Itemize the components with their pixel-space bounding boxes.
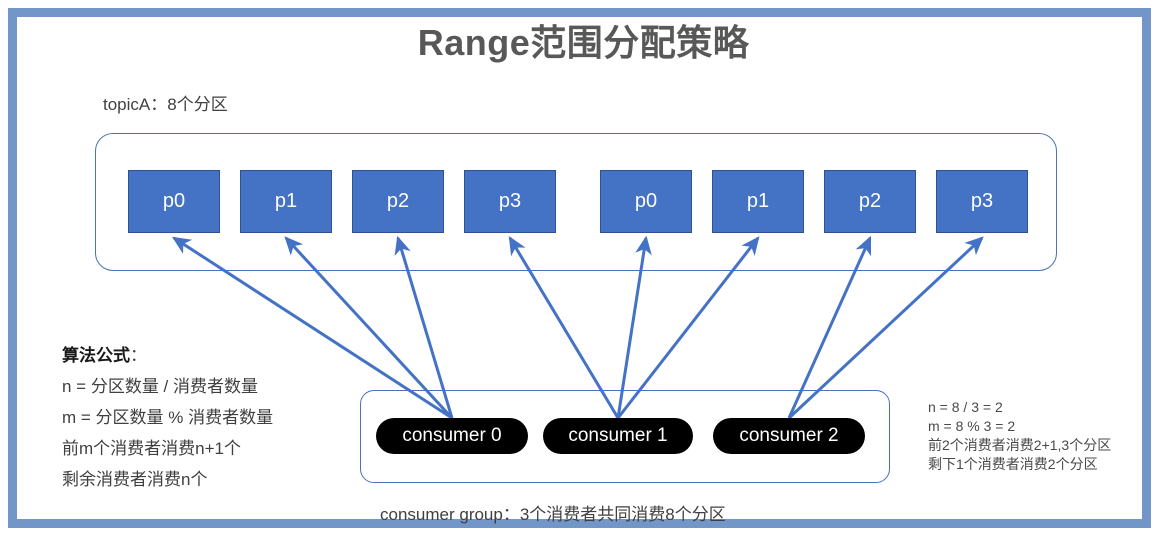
partition-label: p2 <box>386 190 410 212</box>
formula-line: m = 分区数量 % 消费者数量 <box>62 408 274 427</box>
note-line: 前2个消费者消费2+1,3个分区 <box>928 437 1112 453</box>
consumer-label: consumer 2 <box>739 425 839 446</box>
partition-box: p1 <box>240 170 332 233</box>
consumer-pill[interactable]: consumer 1 <box>543 418 693 454</box>
formula-lines: n = 分区数量 / 消费者数量 m = 分区数量 % 消费者数量前m个消费者消费… <box>62 371 273 495</box>
partition-box: p0 <box>600 170 692 233</box>
formula-heading-suffix: ： <box>130 346 147 365</box>
partition-box: p2 <box>352 170 444 233</box>
formula-line: 前m个消费者消费n+1个 <box>62 439 241 458</box>
partition-box: p3 <box>464 170 556 233</box>
partition-box: p3 <box>936 170 1028 233</box>
partition-label: p3 <box>498 190 522 212</box>
page-title: Range范围分配策略 <box>417 22 750 63</box>
note-line: m = 8 % 3 = 2 <box>928 418 1016 434</box>
note-line: n = 8 / 3 = 2 <box>928 399 1003 415</box>
partition-label: p0 <box>634 190 658 212</box>
consumer-group-container <box>360 390 890 483</box>
formula-heading: 算法公式： <box>62 340 273 371</box>
consumer-label: consumer 1 <box>568 425 668 446</box>
partition-box: p0 <box>128 170 220 233</box>
formula-line: n = 分区数量 / 消费者数量 <box>62 377 258 396</box>
partition-box: p1 <box>712 170 804 233</box>
topic-label: topicA：8个分区 <box>103 95 228 114</box>
formula-heading-text: 算法公式 <box>62 346 130 365</box>
consumer-pill[interactable]: consumer 0 <box>376 418 528 454</box>
partition-label: p1 <box>274 190 298 212</box>
note-line: 剩下1个消费者消费2个分区 <box>928 456 1098 472</box>
partition-label: p0 <box>162 190 186 212</box>
algorithm-formula-block: 算法公式： n = 分区数量 / 消费者数量 m = 分区数量 % 消费者数量前m… <box>62 340 273 495</box>
formula-line: 剩余消费者消费n个 <box>62 470 208 489</box>
partition-label: p1 <box>746 190 770 212</box>
example-notes-block: n = 8 / 3 = 2 m = 8 % 3 = 2 前2个消费者消费2+1,3个… <box>928 398 1111 474</box>
consumer-label: consumer 0 <box>402 425 502 446</box>
partition-label: p3 <box>970 190 994 212</box>
consumer-pill[interactable]: consumer 2 <box>713 418 865 454</box>
partition-label: p2 <box>858 190 882 212</box>
consumer-group-caption: consumer group：3个消费者共同消费8个分区 <box>380 505 726 524</box>
partition-box: p2 <box>824 170 916 233</box>
